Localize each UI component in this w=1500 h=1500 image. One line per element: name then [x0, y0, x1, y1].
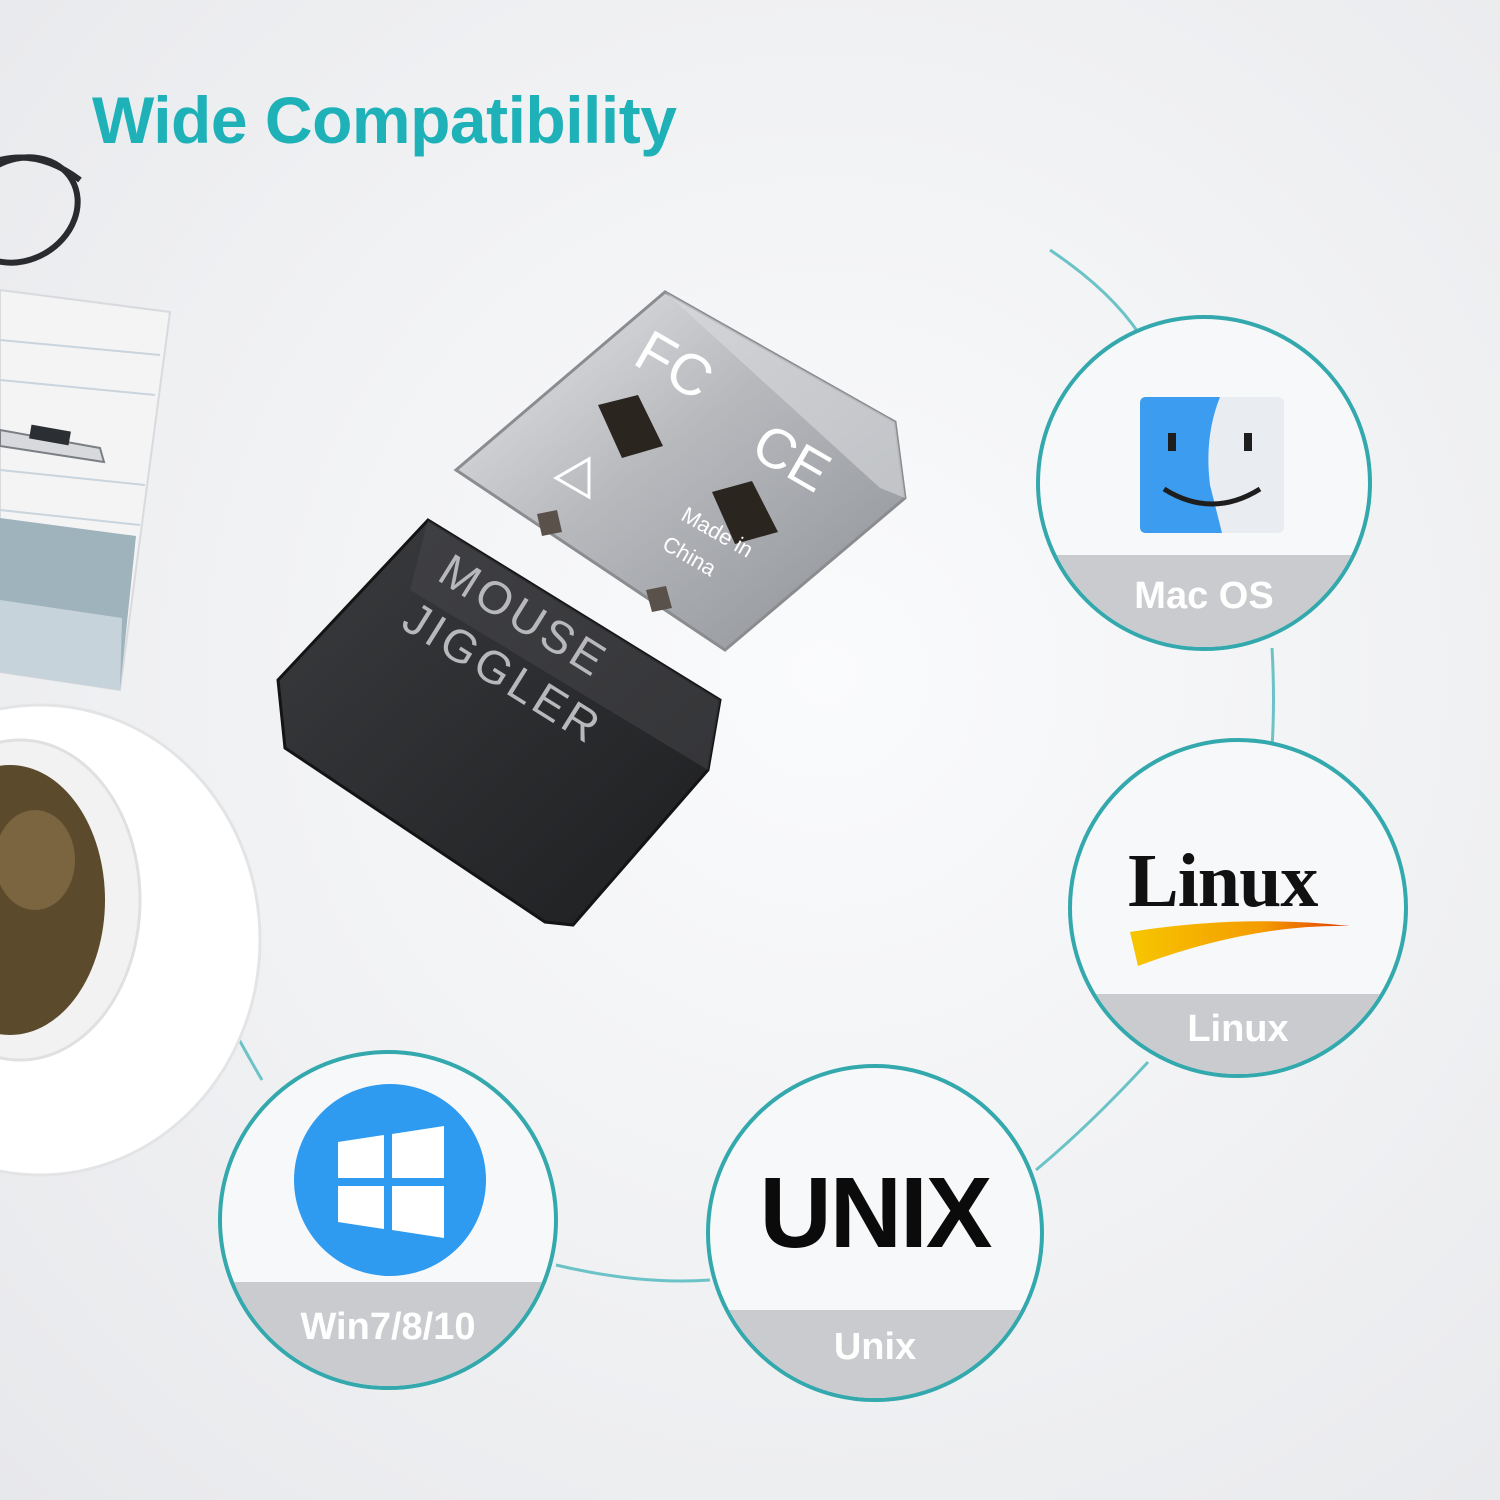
os-label-band: Mac OS	[1040, 555, 1368, 647]
os-label: Linux	[1187, 1008, 1289, 1050]
os-label-band: Win7/8/10	[222, 1282, 554, 1386]
notepad	[0, 288, 172, 692]
os-label: Win7/8/10	[300, 1306, 476, 1348]
linux-swoosh	[1130, 921, 1350, 966]
os-badge-unix: UNIX Unix	[706, 1064, 1044, 1402]
recycle-icon	[553, 456, 591, 500]
unix-logo: UNIX	[759, 1157, 993, 1269]
coffee-cup	[0, 703, 262, 1177]
os-badge-windows: Win7/8/10	[218, 1050, 558, 1390]
finder-icon	[1140, 397, 1284, 533]
page-title: Wide Compatibility	[92, 83, 677, 157]
glasses	[0, 154, 82, 266]
windows-icon	[294, 1084, 486, 1276]
linux-logo: Linux	[1128, 839, 1318, 923]
os-label: Mac OS	[1134, 575, 1274, 617]
os-badge-linux: Linux Linux	[1068, 738, 1408, 1078]
os-badge-macos: Mac OS	[1036, 315, 1372, 651]
pen	[0, 424, 106, 464]
os-label: Unix	[833, 1326, 917, 1368]
os-label-band: Unix	[710, 1310, 1040, 1398]
contact-window	[712, 481, 778, 544]
os-label-band: Linux	[1072, 994, 1404, 1074]
contact-window	[598, 395, 663, 458]
